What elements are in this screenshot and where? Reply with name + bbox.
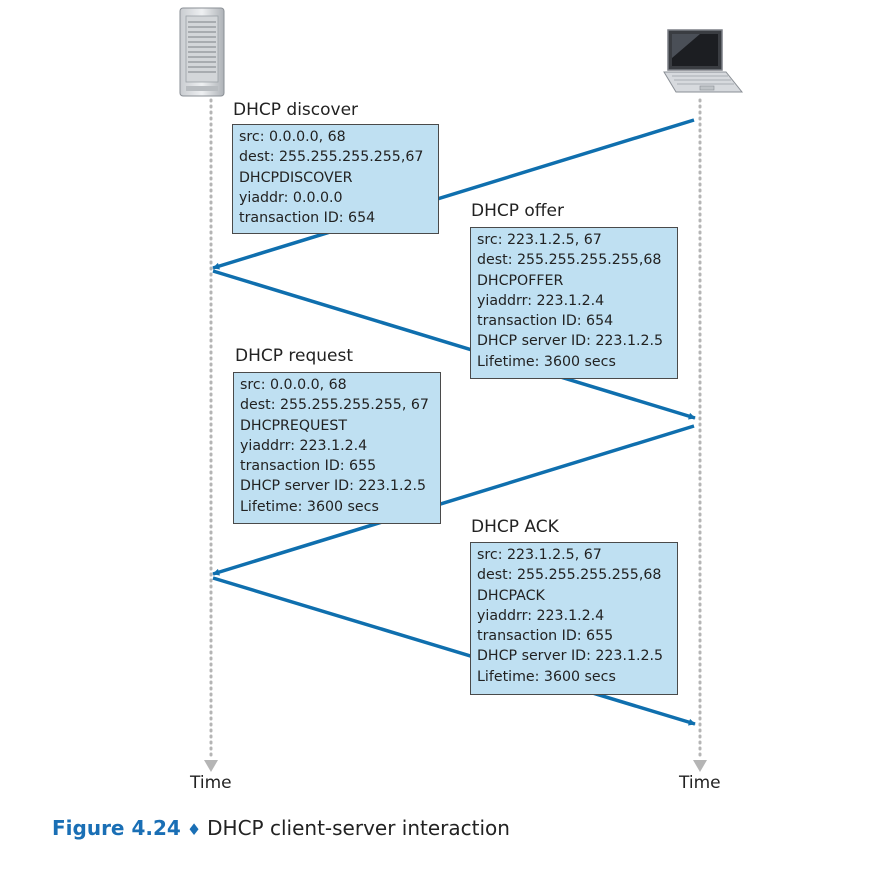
request-message-box: src: 0.0.0.0, 68 dest: 255.255.255.255, … bbox=[233, 372, 441, 524]
message-field: DHCP server ID: 223.1.2.5 bbox=[477, 648, 664, 665]
message-field: transaction ID: 654 bbox=[239, 210, 376, 227]
message-field: yiaddrr: 223.1.2.4 bbox=[477, 292, 605, 309]
message-field: DHCPACK bbox=[477, 587, 545, 604]
message-field: DHCP server ID: 223.1.2.5 bbox=[477, 333, 664, 350]
server-icon bbox=[179, 7, 225, 97]
client-timeline-arrow-icon bbox=[693, 760, 707, 772]
request-title: DHCP request bbox=[235, 346, 354, 366]
message-field: yiaddrr: 223.1.2.4 bbox=[240, 437, 368, 454]
ack-title: DHCP ACK bbox=[471, 517, 559, 537]
diamond-separator-icon: ♦ bbox=[186, 820, 202, 839]
message-field: yiaddr: 0.0.0.0 bbox=[239, 189, 343, 206]
client-time-label: Time bbox=[679, 773, 721, 793]
laptop-icon bbox=[663, 29, 744, 93]
discover-arrow bbox=[212, 118, 695, 270]
message-field: src: 223.1.2.5, 67 bbox=[477, 232, 602, 248]
message-field: DHCP server ID: 223.1.2.5 bbox=[240, 478, 427, 495]
message-field: src: 0.0.0.0, 68 bbox=[239, 129, 346, 145]
server-timeline-arrow-icon bbox=[204, 760, 218, 772]
message-field: Lifetime: 3600 secs bbox=[240, 498, 379, 515]
message-field: dest: 255.255.255.255,67 bbox=[239, 149, 424, 166]
message-field: src: 0.0.0.0, 68 bbox=[240, 377, 347, 393]
message-field: DHCPOFFER bbox=[477, 272, 564, 289]
caption-text: DHCP client-server interaction bbox=[207, 816, 510, 840]
figure-number: Figure 4.24 bbox=[52, 816, 181, 840]
offer-message-box: src: 223.1.2.5, 67 dest: 255.255.255.255… bbox=[470, 227, 678, 379]
discover-title: DHCP discover bbox=[233, 100, 359, 120]
message-field: dest: 255.255.255.255,68 bbox=[477, 252, 662, 269]
message-field: Lifetime: 3600 secs bbox=[477, 668, 616, 685]
message-field: yiaddrr: 223.1.2.4 bbox=[477, 607, 605, 624]
message-field: transaction ID: 655 bbox=[477, 628, 614, 645]
message-field: src: 223.1.2.5, 67 bbox=[477, 547, 602, 563]
message-field: dest: 255.255.255.255, 67 bbox=[240, 397, 429, 414]
offer-title: DHCP offer bbox=[471, 201, 564, 221]
figure-caption: Figure 4.24 ♦ DHCP client-server interacti… bbox=[52, 816, 510, 840]
ack-arrow bbox=[212, 576, 696, 726]
message-field: transaction ID: 655 bbox=[240, 458, 377, 475]
message-field: Lifetime: 3600 secs bbox=[477, 353, 616, 370]
server-time-label: Time bbox=[190, 773, 232, 793]
discover-message-box: src: 0.0.0.0, 68 dest: 255.255.255.255,6… bbox=[232, 124, 439, 234]
message-field: dest: 255.255.255.255,68 bbox=[477, 567, 662, 584]
message-field: DHCPDISCOVER bbox=[239, 169, 353, 186]
message-field: DHCPREQUEST bbox=[240, 417, 348, 434]
ack-message-box: src: 223.1.2.5, 67 dest: 255.255.255.255… bbox=[470, 542, 678, 695]
message-field: transaction ID: 654 bbox=[477, 313, 614, 330]
request-arrow bbox=[212, 424, 695, 576]
offer-arrow bbox=[212, 269, 696, 420]
